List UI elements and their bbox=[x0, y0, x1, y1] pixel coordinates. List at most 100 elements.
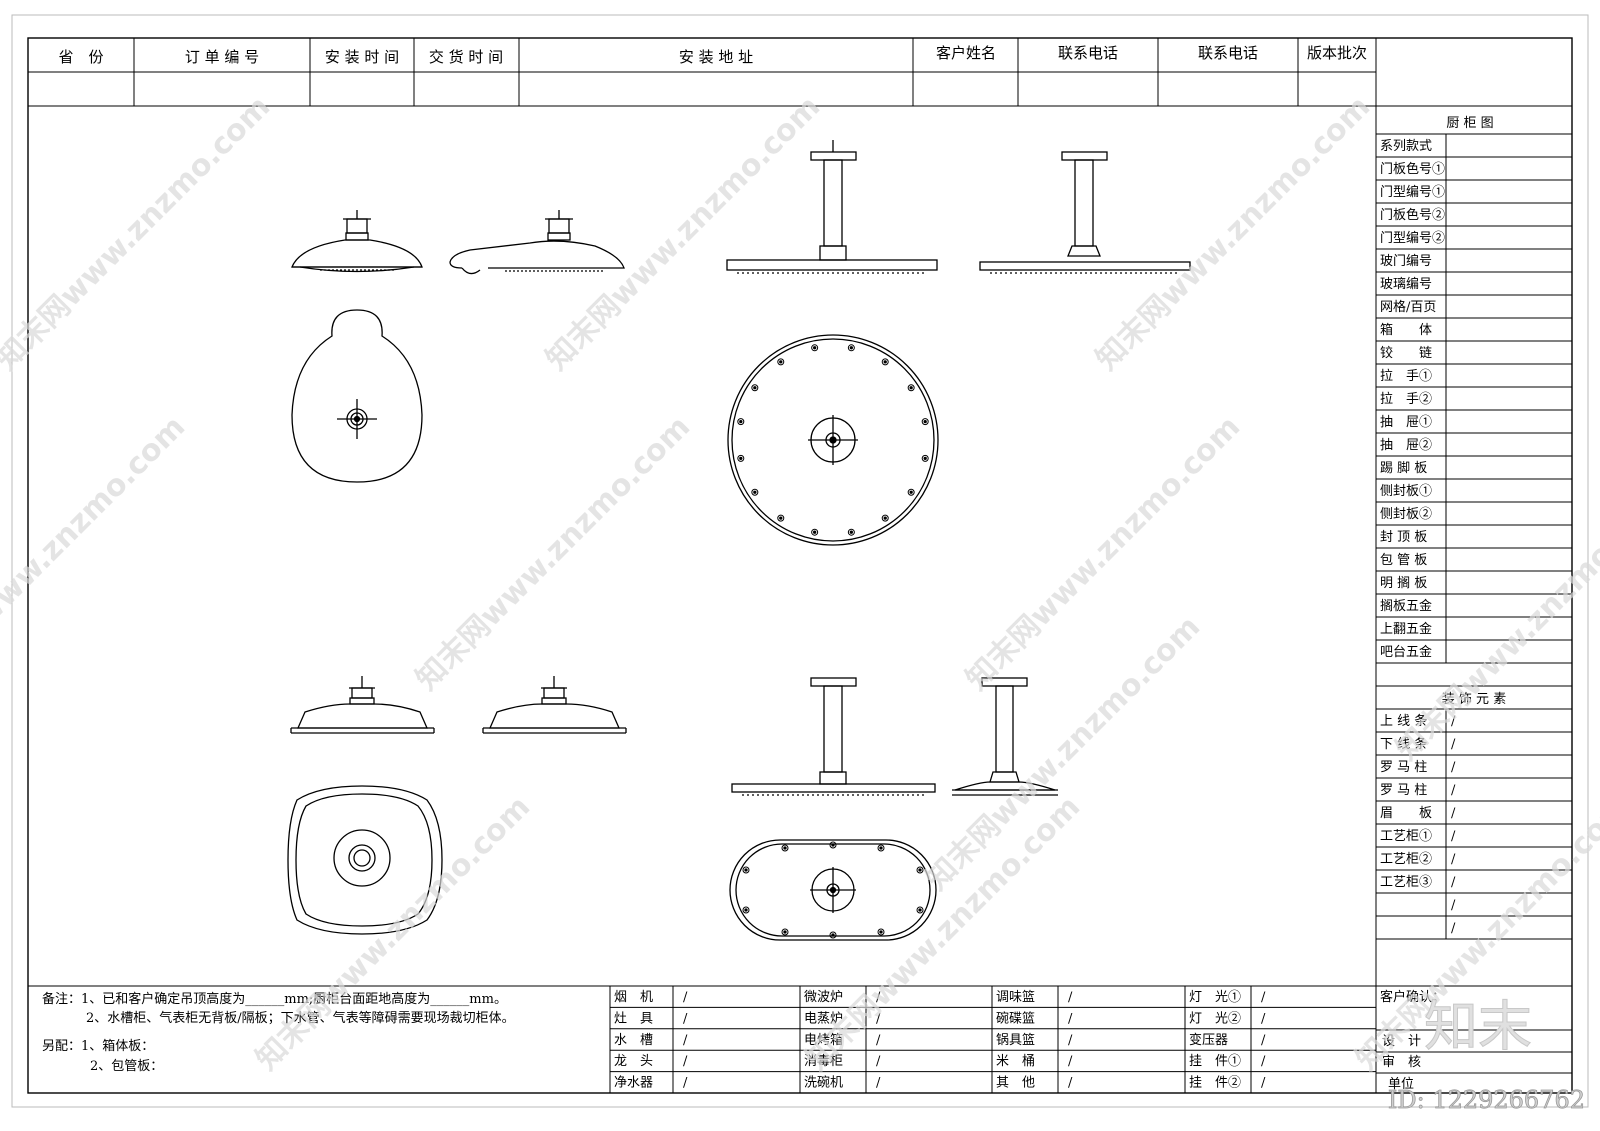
deco-row-label: 工艺柜③ bbox=[1380, 875, 1432, 890]
spec-row-label: 系列款式 bbox=[1380, 139, 1432, 154]
bolt-center bbox=[831, 933, 835, 937]
spec-row-label: 网格/百页 bbox=[1380, 299, 1436, 315]
appliance-slash: / bbox=[1261, 1033, 1266, 1048]
watermark-logo: 知末 bbox=[1424, 995, 1532, 1058]
header-phone-1: 联系电话 bbox=[1058, 44, 1118, 62]
watermark-text: 知末网www.znzmo.com bbox=[1089, 89, 1377, 377]
bolt-center bbox=[813, 346, 817, 350]
square-head-top-view bbox=[287, 785, 443, 935]
bolt bbox=[781, 928, 789, 936]
appliance-label: 洗碗机 bbox=[804, 1075, 843, 1091]
watermark-text: 知末网www.znzmo.com bbox=[0, 409, 192, 697]
appliance-label: 挂 件② bbox=[1189, 1076, 1241, 1091]
appliance-label: 变压器 bbox=[1189, 1032, 1228, 1048]
bolt bbox=[847, 344, 855, 352]
appliance-slash: / bbox=[683, 1054, 688, 1069]
appliance-label: 米 桶 bbox=[996, 1054, 1035, 1069]
bolt-center bbox=[779, 516, 783, 520]
appliance-slash: / bbox=[683, 1033, 688, 1048]
footer-table: 备注：1、已和客户确定吊顶高度为______mm;厨柜台面距地高度为______… bbox=[28, 985, 1572, 1093]
bolt-center bbox=[923, 420, 927, 424]
spec-row-label: 拉 手① bbox=[1380, 369, 1432, 384]
bolt-center bbox=[753, 386, 757, 390]
bolt-center bbox=[883, 360, 887, 364]
bolt bbox=[916, 906, 924, 914]
deco-title: 装 饰 元 素 bbox=[1442, 692, 1506, 707]
appliance-label: 其 他 bbox=[996, 1076, 1035, 1091]
deco-row-slash: / bbox=[1451, 737, 1456, 752]
appliance-slash: / bbox=[876, 1011, 881, 1026]
bolt-center bbox=[918, 908, 922, 912]
spec-row-label: 箱 体 bbox=[1380, 322, 1432, 338]
rain-head-side-view-small bbox=[952, 677, 1058, 796]
bolt-center bbox=[879, 846, 883, 850]
appliance-slash: / bbox=[876, 1033, 881, 1048]
appliance-label: 微波炉 bbox=[804, 990, 843, 1005]
bolt bbox=[781, 844, 789, 852]
spec-row-label: 玻璃编号 bbox=[1380, 277, 1432, 292]
note-line-1: 备注：1、已和客户确定吊顶高度为______mm;厨柜台面距地高度为______… bbox=[42, 991, 507, 1007]
bolt-center bbox=[739, 456, 743, 460]
flat-head-side-view-b bbox=[482, 676, 627, 734]
appliance-label: 锅具篮 bbox=[996, 1032, 1035, 1048]
deco-row-slash: / bbox=[1451, 806, 1456, 821]
deco-row-slash: / bbox=[1451, 898, 1456, 913]
spec-row-label: 玻门编号 bbox=[1380, 254, 1432, 269]
bolt-center bbox=[744, 868, 748, 872]
header-install-address: 安 装 地 址 bbox=[679, 48, 753, 66]
header-province: 省 份 bbox=[58, 48, 103, 66]
bolt bbox=[742, 866, 750, 874]
bolt bbox=[737, 418, 745, 426]
appliance-label: 灯 光① bbox=[1189, 990, 1241, 1005]
bolt bbox=[751, 384, 759, 392]
header-install-time: 安 装 时 间 bbox=[325, 48, 399, 66]
deco-row-slash: / bbox=[1451, 760, 1456, 775]
bolt bbox=[907, 488, 915, 496]
bolt-center bbox=[753, 490, 757, 494]
bolt-center bbox=[739, 420, 743, 424]
bolt bbox=[881, 358, 889, 366]
appliance-slash: / bbox=[876, 1076, 881, 1091]
bolt-center bbox=[909, 490, 913, 494]
bolt bbox=[829, 841, 837, 849]
appliance-slash: / bbox=[1068, 1011, 1073, 1026]
rain-head-side-view-c bbox=[731, 677, 936, 796]
bolt-center bbox=[849, 346, 853, 350]
rain-head-side-view-b bbox=[979, 151, 1191, 274]
bolt bbox=[847, 528, 855, 536]
spec-row-label: 门型编号② bbox=[1380, 231, 1445, 246]
spec-table-title: 厨 柜 图 bbox=[1446, 116, 1493, 131]
appliance-slash: / bbox=[683, 1076, 688, 1091]
appliance-label: 龙 头 bbox=[614, 1054, 653, 1069]
note-line-4: 2、包管板： bbox=[90, 1059, 163, 1074]
appliance-slash: / bbox=[1068, 1054, 1073, 1069]
rain-head-side-view-a bbox=[726, 140, 938, 274]
flat-head-side-view-a bbox=[290, 676, 435, 734]
handheld-head-top-view bbox=[291, 309, 423, 483]
spec-row-label: 抽 屉② bbox=[1380, 438, 1432, 453]
deco-row-label: 眉 板 bbox=[1380, 806, 1432, 821]
design-label: 设 计 bbox=[1382, 1034, 1421, 1049]
bolt bbox=[751, 488, 759, 496]
deco-row-slash: / bbox=[1451, 829, 1456, 844]
appliance-label: 水 槽 bbox=[614, 1033, 653, 1048]
appliance-slash: / bbox=[1261, 1076, 1266, 1091]
bolt bbox=[877, 928, 885, 936]
spec-row-label: 拉 手② bbox=[1380, 392, 1432, 407]
spec-row-label: 抽 屉① bbox=[1380, 415, 1432, 430]
appliance-label: 调味篮 bbox=[996, 990, 1035, 1005]
appliance-slash: / bbox=[1261, 1054, 1266, 1069]
watermark-text: 知末网www.znzmo.com bbox=[249, 789, 537, 1077]
bolt-center bbox=[849, 530, 853, 534]
spec-row-label: 侧封板② bbox=[1380, 507, 1432, 522]
rain-head-top-view-oval bbox=[729, 839, 937, 941]
spec-row-label: 门型编号① bbox=[1380, 185, 1445, 200]
appliance-slash: / bbox=[1068, 990, 1073, 1005]
spec-row-label: 门板色号② bbox=[1380, 207, 1445, 223]
header-phone-2: 联系电话 bbox=[1198, 44, 1258, 62]
bolt-center bbox=[883, 516, 887, 520]
appliance-slash: / bbox=[876, 1054, 881, 1069]
header-customer-name: 客户姓名 bbox=[936, 44, 996, 62]
bolt bbox=[921, 454, 929, 462]
outer-frame bbox=[11, 14, 1589, 1108]
